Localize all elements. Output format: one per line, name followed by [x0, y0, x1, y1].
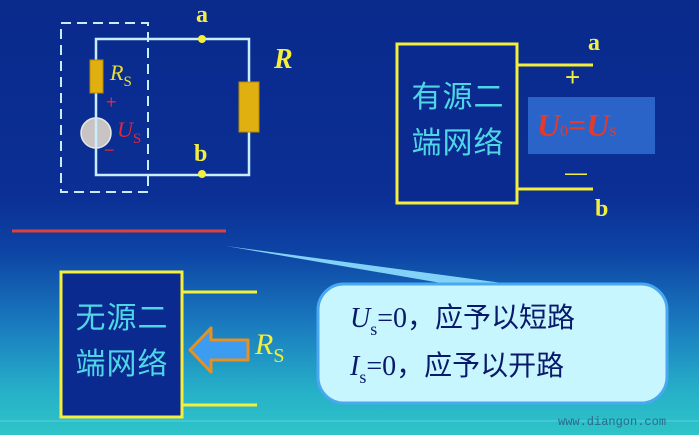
passive-network-label: 无源二 端网络	[75, 301, 169, 382]
load-resistor-icon	[238, 81, 260, 133]
node-b-dot	[198, 170, 206, 178]
source-voltage-label: US	[117, 117, 142, 147]
source-minus-sign: −	[104, 140, 115, 160]
terminal-b-label: b	[595, 196, 609, 222]
callout-line-open-circuit: Is=0，应予以开路	[350, 351, 565, 387]
callout-bubble	[316, 282, 669, 405]
watermark: www.diangon.com	[558, 415, 667, 429]
equivalent-resistance-label: RS	[255, 328, 285, 367]
source-resistor-icon	[89, 59, 104, 94]
source-dashed-boundary	[60, 22, 149, 193]
source-plus-sign: +	[106, 92, 117, 112]
source-resistor-label: RS	[110, 60, 132, 90]
terminal-minus-sign: —	[565, 160, 587, 185]
callout-line-short-circuit: Us=0，应予以短路	[350, 303, 576, 339]
callout-pointer	[226, 246, 540, 288]
active-network-label: 有源二 端网络	[411, 80, 505, 161]
terminal-plus-sign: +	[565, 62, 581, 92]
left-arrow-icon	[188, 326, 250, 374]
load-resistor-label: R	[274, 44, 293, 75]
terminal-a-label: a	[588, 30, 600, 56]
active-network-box	[395, 42, 519, 205]
node-a-dot	[198, 35, 206, 43]
node-b-label: b	[194, 141, 208, 167]
passive-network-box	[59, 270, 184, 419]
callout-text: Us=0，应予以短路 Is=0，应予以开路	[350, 300, 575, 396]
equation-text: U0=Us	[537, 107, 617, 143]
node-a-label: a	[196, 2, 208, 28]
equation-box	[528, 97, 655, 154]
